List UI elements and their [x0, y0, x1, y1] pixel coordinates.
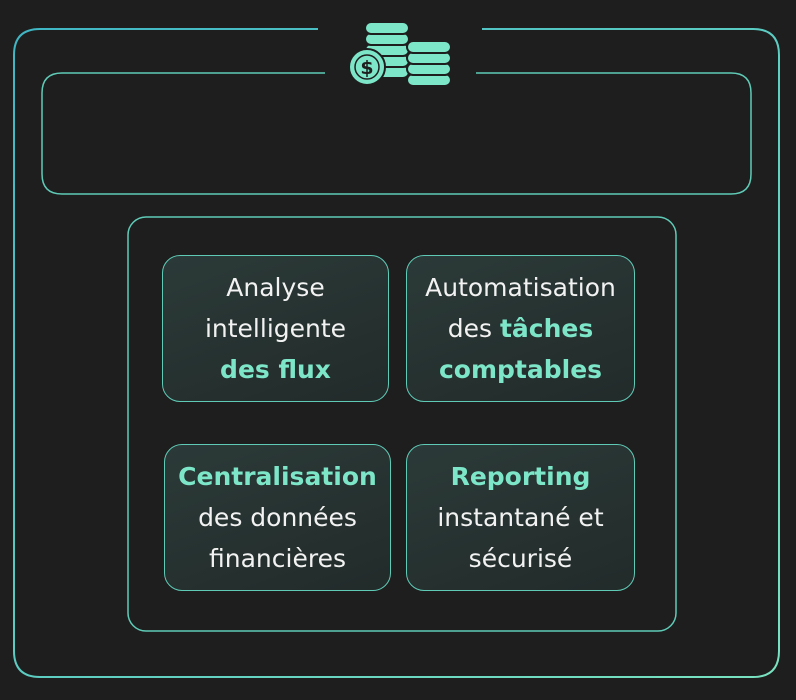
card-2-line-2: des tâches: [448, 308, 594, 349]
card-1-line-3: des flux: [220, 355, 331, 384]
header-frame: [41, 72, 752, 195]
card-3-line-1: Centralisation: [178, 462, 377, 491]
card-4-line-1: Reporting: [450, 462, 591, 491]
card-1-line-1: Analyse: [226, 273, 325, 302]
card-4-line-2: instantané et: [437, 503, 604, 532]
card-1-line-2: intelligente: [204, 314, 347, 343]
inner-frame: [127, 216, 677, 632]
card-reporting: Reporting instantané et sécurisé: [406, 444, 635, 591]
card-4-line-3: sécurisé: [468, 544, 573, 573]
card-2-line-3: comptables: [438, 355, 603, 384]
card-2-line-2-plain: des: [447, 314, 500, 343]
svg-text:$: $: [360, 57, 373, 79]
card-automatisation: Automatisation des tâches comptables: [406, 255, 635, 402]
stacked-coins-dollar-icon: $: [348, 21, 452, 87]
card-2-line-1: Automatisation: [425, 273, 616, 302]
card-analyse-intelligente: Analyse intelligente des flux: [162, 255, 389, 402]
card-3-line-2: des données: [198, 503, 357, 532]
card-2-line-2-highlight: tâches: [499, 314, 594, 343]
card-centralisation: Centralisation des données financières: [164, 444, 391, 591]
card-3-line-3: financières: [209, 544, 346, 573]
outer-frame: [13, 28, 780, 678]
